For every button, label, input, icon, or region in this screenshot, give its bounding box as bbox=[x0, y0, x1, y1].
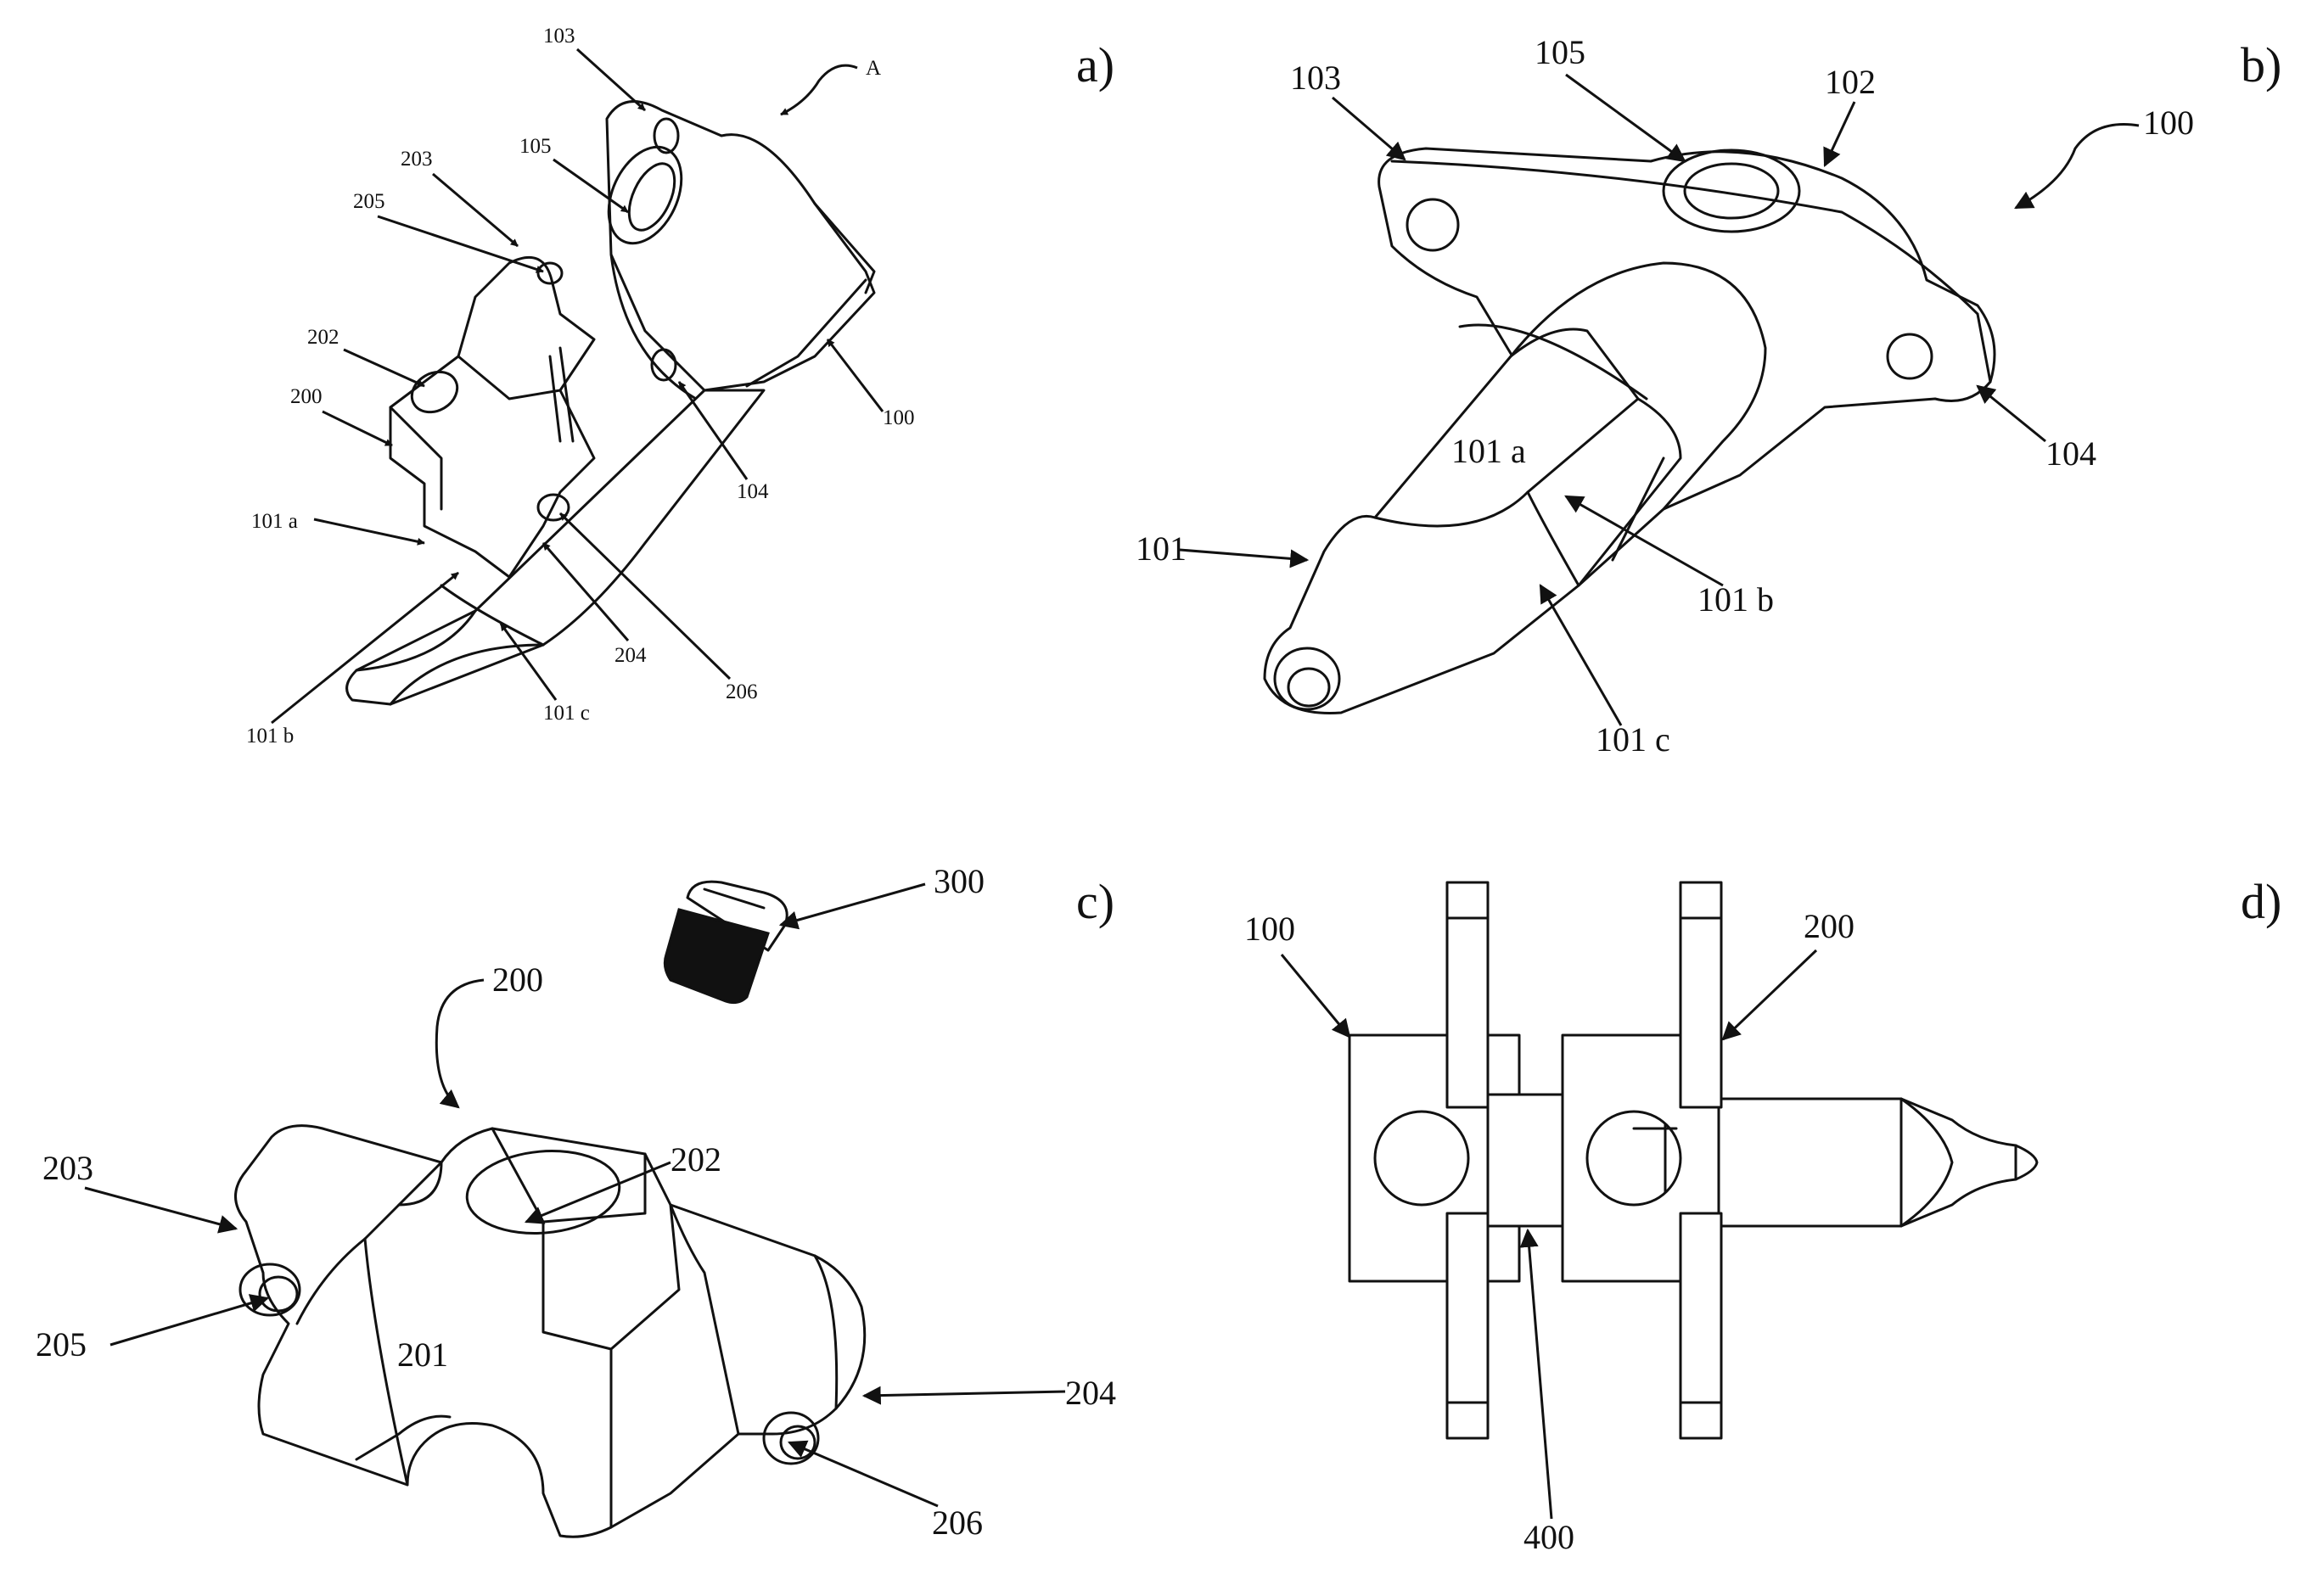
panel-a-label-103: 103 bbox=[543, 25, 575, 48]
panel-d-part-200-drawing bbox=[1561, 881, 2039, 1440]
panel-c: c) 300 200 2 bbox=[36, 862, 1116, 1542]
panel-c-label-300: 300 bbox=[934, 862, 985, 900]
panel-c-label-200: 200 bbox=[492, 960, 543, 999]
panel-a-label-202: 202 bbox=[307, 326, 339, 349]
panel-c-label-205: 205 bbox=[36, 1325, 87, 1364]
panel-b-label-104: 104 bbox=[2045, 434, 2096, 473]
panel-a-part-200-drawing bbox=[389, 255, 596, 579]
panel-d-label-100: 100 bbox=[1244, 910, 1295, 948]
panel-b: b) 103 105 102 100 bbox=[1136, 33, 2281, 759]
panel-a-label-101c: 101 c bbox=[543, 702, 590, 725]
panel-a: a) bbox=[246, 25, 1114, 748]
panel-c-label-206: 206 bbox=[932, 1504, 983, 1542]
panel-d-label-400: 400 bbox=[1523, 1518, 1574, 1556]
panel-c-part-200-drawing bbox=[234, 1124, 867, 1538]
panel-a-spike-101-drawing bbox=[345, 389, 766, 706]
panel-a-label-101b: 101 b bbox=[246, 725, 294, 748]
panel-b-label-100: 100 bbox=[2143, 104, 2194, 142]
panel-d-connector-400-drawing bbox=[1486, 1093, 1564, 1228]
panel-a-label-204: 204 bbox=[614, 644, 647, 667]
panel-b-label-101b: 101 b bbox=[1697, 580, 1774, 619]
panel-c-label-203: 203 bbox=[42, 1149, 93, 1187]
panel-a-label-203: 203 bbox=[401, 148, 433, 171]
panel-a-label-101a: 101 a bbox=[251, 510, 298, 533]
panel-c-label-201: 201 bbox=[397, 1336, 448, 1374]
panel-b-letter: b) bbox=[2241, 37, 2281, 92]
panel-a-label-105: 105 bbox=[519, 135, 552, 158]
panel-c-letter: c) bbox=[1076, 874, 1114, 929]
panel-d-part-100-drawing bbox=[1348, 881, 1521, 1440]
panel-b-spike-101-drawing bbox=[1263, 261, 1767, 714]
panel-a-label-104: 104 bbox=[737, 480, 769, 503]
panel-b-label-102: 102 bbox=[1825, 63, 1876, 101]
panel-a-label-100: 100 bbox=[883, 406, 915, 429]
panel-a-label-206: 206 bbox=[726, 680, 758, 703]
panel-c-label-202: 202 bbox=[671, 1140, 721, 1179]
panel-d-label-200: 200 bbox=[1804, 907, 1854, 945]
panel-a-letter: a) bbox=[1076, 37, 1114, 92]
panel-b-label-103: 103 bbox=[1290, 59, 1341, 97]
panel-d: d) 100 bbox=[1244, 874, 2281, 1556]
panel-b-label-101c: 101 c bbox=[1596, 720, 1670, 759]
panel-d-letter: d) bbox=[2241, 874, 2281, 929]
panel-a-part-100-drawing bbox=[605, 100, 876, 400]
panel-b-label-105: 105 bbox=[1535, 33, 1585, 71]
panel-c-screw-300-drawing bbox=[663, 880, 788, 1005]
panel-b-label-101a: 101 a bbox=[1451, 432, 1526, 470]
panel-a-label-205: 205 bbox=[353, 190, 385, 213]
panel-a-label-A: A bbox=[866, 57, 881, 80]
panel-a-label-200: 200 bbox=[290, 385, 323, 408]
panel-b-label-101: 101 bbox=[1136, 529, 1187, 568]
panel-c-label-204: 204 bbox=[1065, 1374, 1116, 1412]
